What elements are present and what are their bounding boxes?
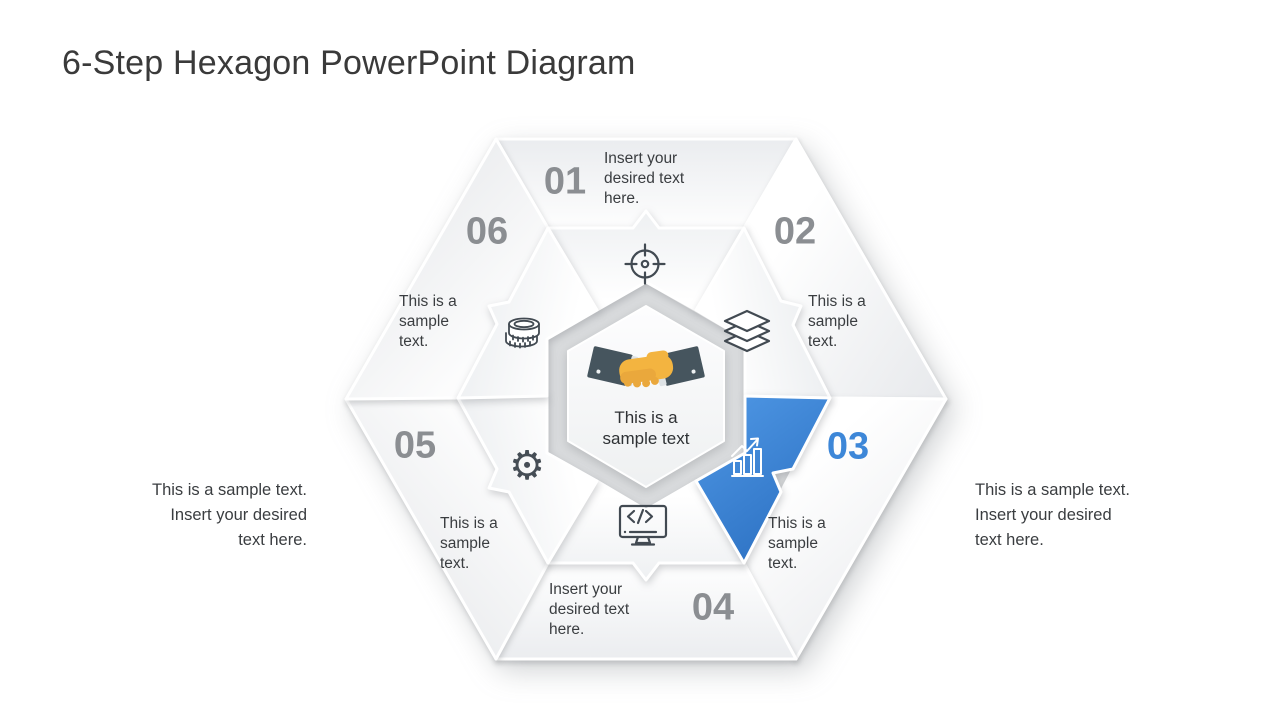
right-side-note: This is a sample text. Insert your desir… bbox=[975, 481, 1130, 549]
hexagon-diagram: ⚙ bbox=[344, 137, 948, 661]
layers-icon bbox=[723, 309, 771, 353]
step-04-text: Insert your desired text here. bbox=[549, 581, 630, 638]
gear-icon: ⚙ bbox=[509, 443, 545, 489]
petal-03-highlighted-shape bbox=[694, 394, 832, 565]
center-label: This is a sample text bbox=[602, 408, 690, 448]
target-icon bbox=[624, 243, 666, 285]
step-02-text: This is a sample text. bbox=[808, 293, 866, 350]
step-06-number: 06 bbox=[465, 210, 509, 253]
left-side-note: This is a sample text. Insert your desir… bbox=[152, 481, 307, 549]
step-03-number: 03 bbox=[826, 425, 870, 468]
handshake-icon bbox=[587, 346, 705, 388]
step-01-text: Insert your desired text here. bbox=[604, 150, 685, 207]
coins-icon bbox=[505, 317, 540, 349]
step-04-number: 04 bbox=[691, 586, 735, 629]
slide-title: 6-Step Hexagon PowerPoint Diagram bbox=[62, 44, 636, 82]
step-01-number: 01 bbox=[543, 160, 587, 203]
step-05-number: 05 bbox=[393, 424, 437, 467]
step-06-text: This is a sample text. bbox=[399, 293, 457, 350]
petal-06-shape bbox=[456, 226, 599, 400]
step-02-number: 02 bbox=[773, 210, 817, 253]
growth-chart-icon bbox=[731, 437, 764, 477]
code-monitor-icon bbox=[618, 504, 668, 546]
step-03-text: This is a sample text. bbox=[768, 515, 826, 572]
step-05-text: This is a sample text. bbox=[440, 515, 498, 572]
